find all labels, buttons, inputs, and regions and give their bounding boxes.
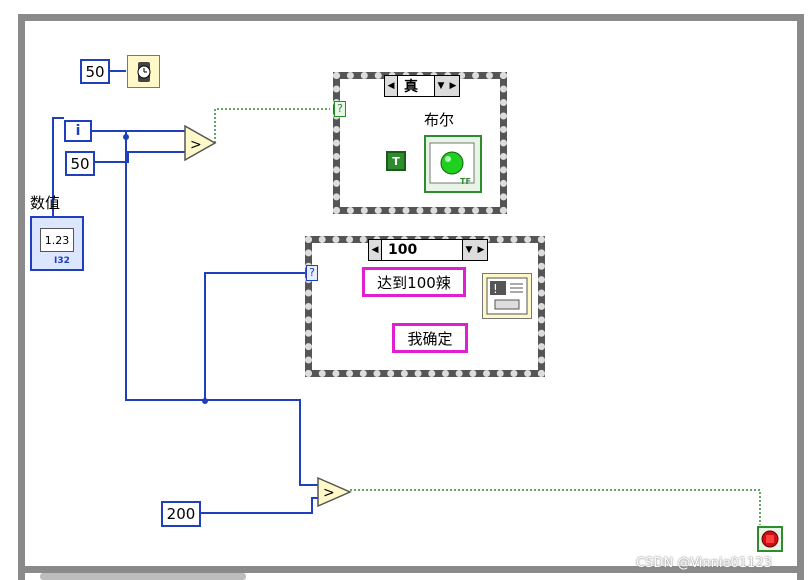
string-button-value: 我确定 xyxy=(407,329,453,348)
svg-text:>: > xyxy=(190,137,202,153)
case-dropdown-icon-2[interactable]: ▼ xyxy=(465,245,473,255)
wire-bool-stop xyxy=(350,489,761,525)
case-dropdown-icon[interactable]: ▼ xyxy=(437,81,445,91)
bool-const-value: T xyxy=(392,154,400,168)
wire-50-compare xyxy=(95,151,185,163)
case-top-selector-terminal: ? xyxy=(334,101,346,117)
indicator-type: I32 xyxy=(54,256,70,266)
while-loop-frame-bottom xyxy=(18,566,804,573)
wire-to-case-bottom xyxy=(204,272,310,400)
led-icon xyxy=(429,142,475,184)
string-message-value: 达到100辣 xyxy=(377,273,451,292)
iteration-label: i xyxy=(75,123,81,139)
case-top-value: 真 xyxy=(397,76,435,96)
next-case-icon-2[interactable]: ▶ xyxy=(477,245,485,255)
case-structure-top[interactable]: ◀ 真 ▼ ▶ 布尔 T TF xyxy=(333,72,507,214)
wait-ms-constant[interactable]: 50 xyxy=(80,59,110,84)
greater-than-top: > xyxy=(184,124,217,162)
indicator-value: 1.23 xyxy=(44,233,70,247)
one-button-dialog-icon: ! xyxy=(486,277,528,315)
watch-icon xyxy=(137,61,150,82)
numeric-indicator[interactable]: 1.23 I32 xyxy=(30,216,84,271)
while-loop-frame xyxy=(18,14,804,580)
iteration-terminal: i xyxy=(64,120,92,142)
wire-i-trunk xyxy=(125,131,318,486)
bool-constant[interactable]: T xyxy=(386,151,406,171)
case-structure-bottom[interactable]: ◀ 100 ▼ ▶ 达到100辣 我确定 ! xyxy=(305,236,545,377)
greater-than-bottom: > xyxy=(317,476,352,508)
bool-label: 布尔 xyxy=(424,111,455,129)
case-top-terminal-label: ? xyxy=(337,102,343,115)
prev-case-icon[interactable]: ◀ xyxy=(387,81,395,91)
prev-case-icon-2[interactable]: ◀ xyxy=(371,245,379,255)
scrollbar[interactable] xyxy=(40,573,246,580)
wire-bool-top xyxy=(214,108,330,143)
watermark: CSDN @Vinnie01123 xyxy=(636,556,772,571)
case-bottom-selector-terminal: ? xyxy=(306,265,318,281)
wire-i-to-indicator xyxy=(52,117,64,131)
led-tag: TF xyxy=(460,177,471,186)
dialog-icon[interactable]: ! xyxy=(482,273,532,319)
compare-constant-200[interactable]: 200 xyxy=(161,501,201,527)
indicator-label: 数值 xyxy=(30,194,61,212)
svg-text:!: ! xyxy=(493,282,498,296)
junction-1 xyxy=(123,134,129,140)
compare-200-value: 200 xyxy=(166,505,196,523)
string-constant-button[interactable]: 我确定 xyxy=(392,323,468,353)
stop-icon xyxy=(761,530,779,548)
indicator-display: 1.23 xyxy=(40,228,74,252)
led-indicator[interactable]: TF xyxy=(424,135,482,193)
case-selector-top[interactable]: ◀ 真 ▼ ▶ xyxy=(384,75,460,97)
case-selector-bottom[interactable]: ◀ 100 ▼ ▶ xyxy=(368,239,488,261)
case-bottom-terminal-label: ? xyxy=(309,266,315,279)
stop-terminal[interactable] xyxy=(757,526,783,552)
case-bottom-value: 100 xyxy=(381,240,463,260)
compare-50-value: 50 xyxy=(70,154,90,173)
wait-ms-icon[interactable] xyxy=(127,55,160,88)
svg-text:>: > xyxy=(323,485,335,501)
wait-ms-value: 50 xyxy=(85,62,105,81)
junction-2 xyxy=(202,398,208,404)
compare-constant-50[interactable]: 50 xyxy=(65,151,95,176)
next-case-icon[interactable]: ▶ xyxy=(449,81,457,91)
wire-200 xyxy=(200,497,318,514)
string-constant-message[interactable]: 达到100辣 xyxy=(362,267,466,297)
